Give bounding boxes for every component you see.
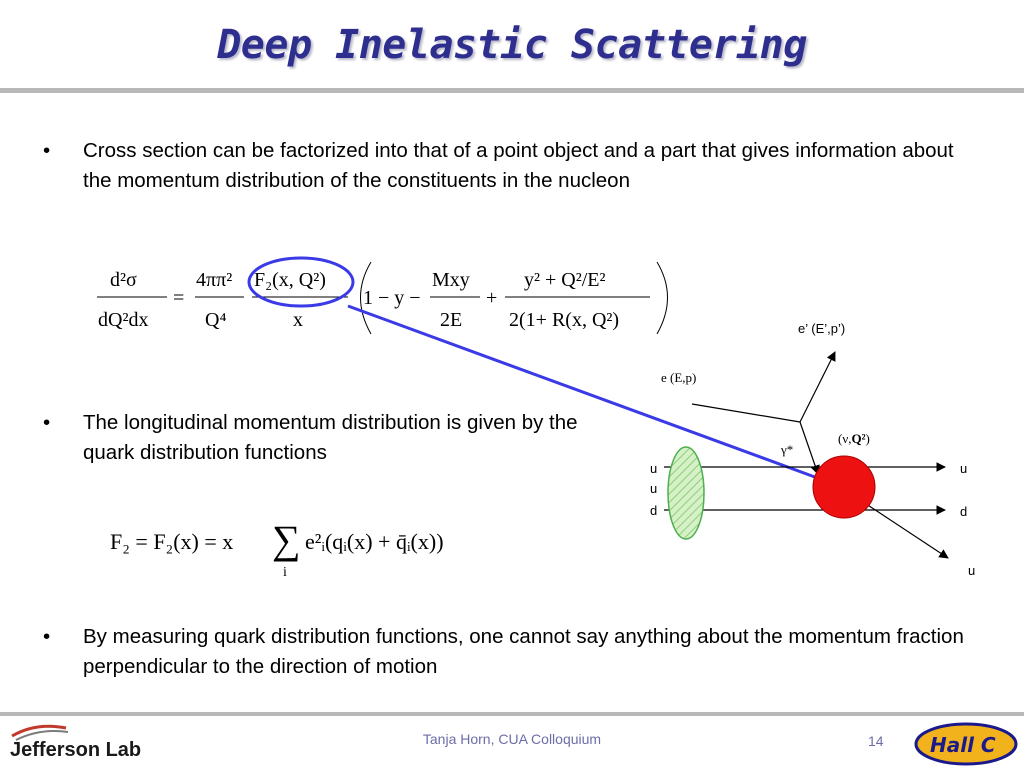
slide-title: Deep Inelastic Scattering: [217, 22, 807, 68]
momentum-transfer-label: (ν,Q²): [838, 431, 870, 446]
title-divider: [0, 88, 1024, 93]
bullet-text: The longitudinal momentum distribution i…: [83, 411, 578, 464]
bullet-perpendicular: • By measuring quark distribution functi…: [43, 622, 983, 682]
structure-function-equation: F₂ = F₂(x) = x ∑ i e²ᵢ(qᵢ(x) + q̄ᵢ(x)): [110, 517, 444, 580]
structure-function-lhs: F₂ = F₂(x) = x: [110, 529, 233, 554]
nucleon-ellipse: [667, 446, 705, 540]
bullet-longitudinal: • The longitudinal momentum distribution…: [43, 408, 583, 468]
bullet-text: Cross section can be factorized into tha…: [83, 139, 954, 192]
f2-highlight-connector: [347, 304, 824, 482]
ratio-term-numerator: y² + Q²/E²: [524, 269, 605, 291]
hall-c-logo: Hall C: [914, 722, 1018, 766]
outgoing-electron-line: [799, 351, 836, 423]
interaction-vertex: [812, 455, 876, 519]
dis-diagram: e (E,p) e’ (E’,p’) γ* (ν,Q²) u u d u d u: [650, 321, 975, 578]
quark-label: u: [960, 461, 967, 476]
bullet-symbol: •: [43, 411, 51, 434]
quark-label: d: [650, 503, 657, 518]
summation-symbol: ∑: [272, 517, 301, 562]
bullet-factorization: • Cross section can be factorized into t…: [43, 136, 973, 196]
lhs-numerator: d²σ: [110, 269, 137, 291]
summation-index: i: [283, 565, 287, 580]
logo-wordmark: Jefferson Lab: [10, 739, 141, 761]
bullet-symbol: •: [43, 139, 51, 162]
cross-section-equation: d²σ dQ²dx = 4ππ² Q⁴ F₂(x, Q²) x 1 − y − …: [97, 261, 668, 335]
footer-presenter: Tanja Horn, CUA Colloquium: [422, 731, 602, 747]
f2-highlight-ellipse: [247, 256, 355, 308]
page-number: 14: [868, 733, 884, 749]
logo-badge: [914, 722, 1018, 766]
mass-term-numerator: Mxy: [432, 269, 470, 291]
quark-label: d: [960, 504, 967, 519]
right-paren: [656, 261, 668, 335]
plus-sign: +: [486, 287, 497, 309]
ratio-term-denominator: 2(1+ R(x, Q²): [509, 309, 619, 331]
virtual-photon-label: γ*: [780, 442, 793, 457]
equals-sign: =: [173, 287, 184, 309]
mass-term-denominator: 2E: [440, 309, 462, 331]
logo-swoosh: [15, 730, 69, 741]
factor-denominator: Q⁴: [205, 309, 226, 331]
jefferson-lab-logo: Jefferson Lab: [10, 724, 141, 761]
quark-label: u: [650, 481, 657, 496]
structure-function-numerator: F₂(x, Q²): [254, 269, 326, 291]
structure-function-rhs: e²ᵢ(qᵢ(x) + q̄ᵢ(x)): [305, 529, 444, 554]
footer-divider: [0, 712, 1024, 716]
bullet-text: By measuring quark distribution function…: [83, 625, 964, 678]
bullet-symbol: •: [43, 625, 51, 648]
logo-swoosh: [11, 724, 67, 738]
structure-function-denominator: x: [293, 309, 303, 331]
quark-label: u: [650, 461, 657, 476]
logo-wordmark: Hall C: [930, 733, 996, 757]
struck-quark-label: u: [968, 563, 975, 578]
lhs-denominator: dQ²dx: [98, 309, 148, 331]
incoming-electron-label: e (E,p): [661, 370, 696, 385]
incoming-electron-line: [691, 403, 801, 423]
factor-numerator: 4ππ²: [196, 269, 232, 291]
one-minus-y: 1 − y −: [363, 287, 421, 309]
virtual-photon-line: [799, 421, 820, 475]
outgoing-electron-label: e’ (E’,p’): [798, 321, 845, 336]
left-paren: [360, 261, 372, 335]
